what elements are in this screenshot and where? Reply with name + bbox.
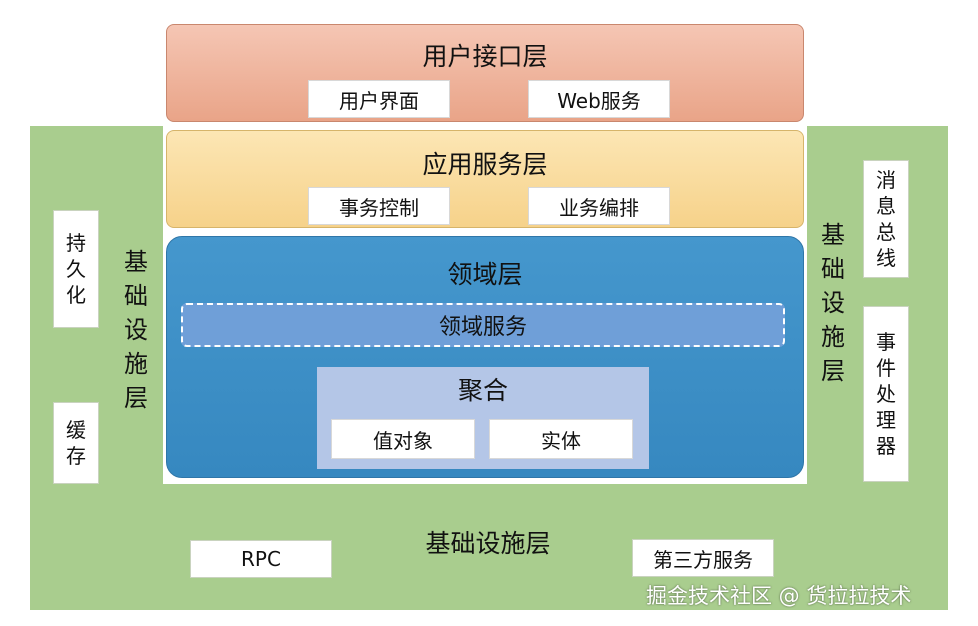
aggregate-box: 聚合 值对象 实体 [317, 367, 649, 469]
domain-service-label: 领域服务 [438, 315, 527, 340]
label-char: 础 [124, 282, 148, 310]
box-char: 持 [66, 231, 86, 255]
transaction-control-box: 事务控制 [308, 187, 450, 225]
box-char: 线 [876, 246, 896, 270]
box-char: 息 [876, 194, 896, 218]
box-char: 理 [876, 408, 896, 432]
box-char: 存 [66, 444, 86, 468]
watermark: 掘金技术社区 @ 货拉拉技术 [646, 584, 912, 608]
label-char: 层 [821, 357, 845, 385]
box-char: 事 [876, 330, 896, 354]
box-char: 总 [876, 220, 896, 244]
domain-layer: 领域层 领域服务 聚合 值对象 实体 [166, 236, 804, 478]
cache-box: 缓 存 [53, 402, 99, 484]
business-orchestration-box: 业务编排 [528, 187, 670, 225]
entity-box: 实体 [489, 419, 633, 459]
aggregate-title: 聚合 [457, 376, 508, 405]
box-char: 久 [66, 257, 86, 281]
label-char: 基 [124, 248, 148, 276]
label-char: 施 [124, 350, 148, 378]
event-handler-box: 事 件 处 理 器 [863, 306, 909, 482]
message-bus-box: 消 息 总 线 [863, 160, 909, 278]
box-char: 化 [66, 283, 86, 307]
label-char: 础 [821, 255, 845, 283]
value-object-box: 值对象 [331, 419, 475, 459]
infrastructure-bottom-title: 基础设施层 [425, 529, 551, 558]
application-service-layer-title: 应用服务层 [422, 150, 548, 179]
user-interface-box: 用户界面 [308, 80, 450, 118]
box-char: 处 [876, 382, 896, 406]
box-char: 件 [876, 356, 896, 380]
web-service-box: Web服务 [528, 80, 670, 118]
infrastructure-left-label: 基 础 设 施 层 [118, 240, 154, 420]
label-char: 设 [821, 289, 845, 317]
box-char: 缓 [66, 418, 86, 442]
label-char: 基 [821, 221, 845, 249]
label-char: 施 [821, 323, 845, 351]
infrastructure-right-label: 基 础 设 施 层 [815, 213, 851, 393]
rpc-box: RPC [190, 540, 332, 578]
persistence-box: 持 久 化 [53, 210, 99, 328]
third-party-service-box: 第三方服务 [632, 539, 774, 577]
user-interface-layer-title: 用户接口层 [422, 42, 548, 71]
user-interface-layer: 用户接口层 用户界面 Web服务 [166, 24, 804, 122]
box-char: 消 [876, 168, 896, 192]
label-char: 设 [124, 316, 148, 344]
box-char: 器 [876, 434, 896, 458]
domain-layer-title: 领域层 [447, 260, 523, 289]
label-char: 层 [124, 384, 148, 412]
application-service-layer: 应用服务层 事务控制 业务编排 [166, 130, 804, 228]
domain-service-box: 领域服务 [181, 303, 785, 347]
